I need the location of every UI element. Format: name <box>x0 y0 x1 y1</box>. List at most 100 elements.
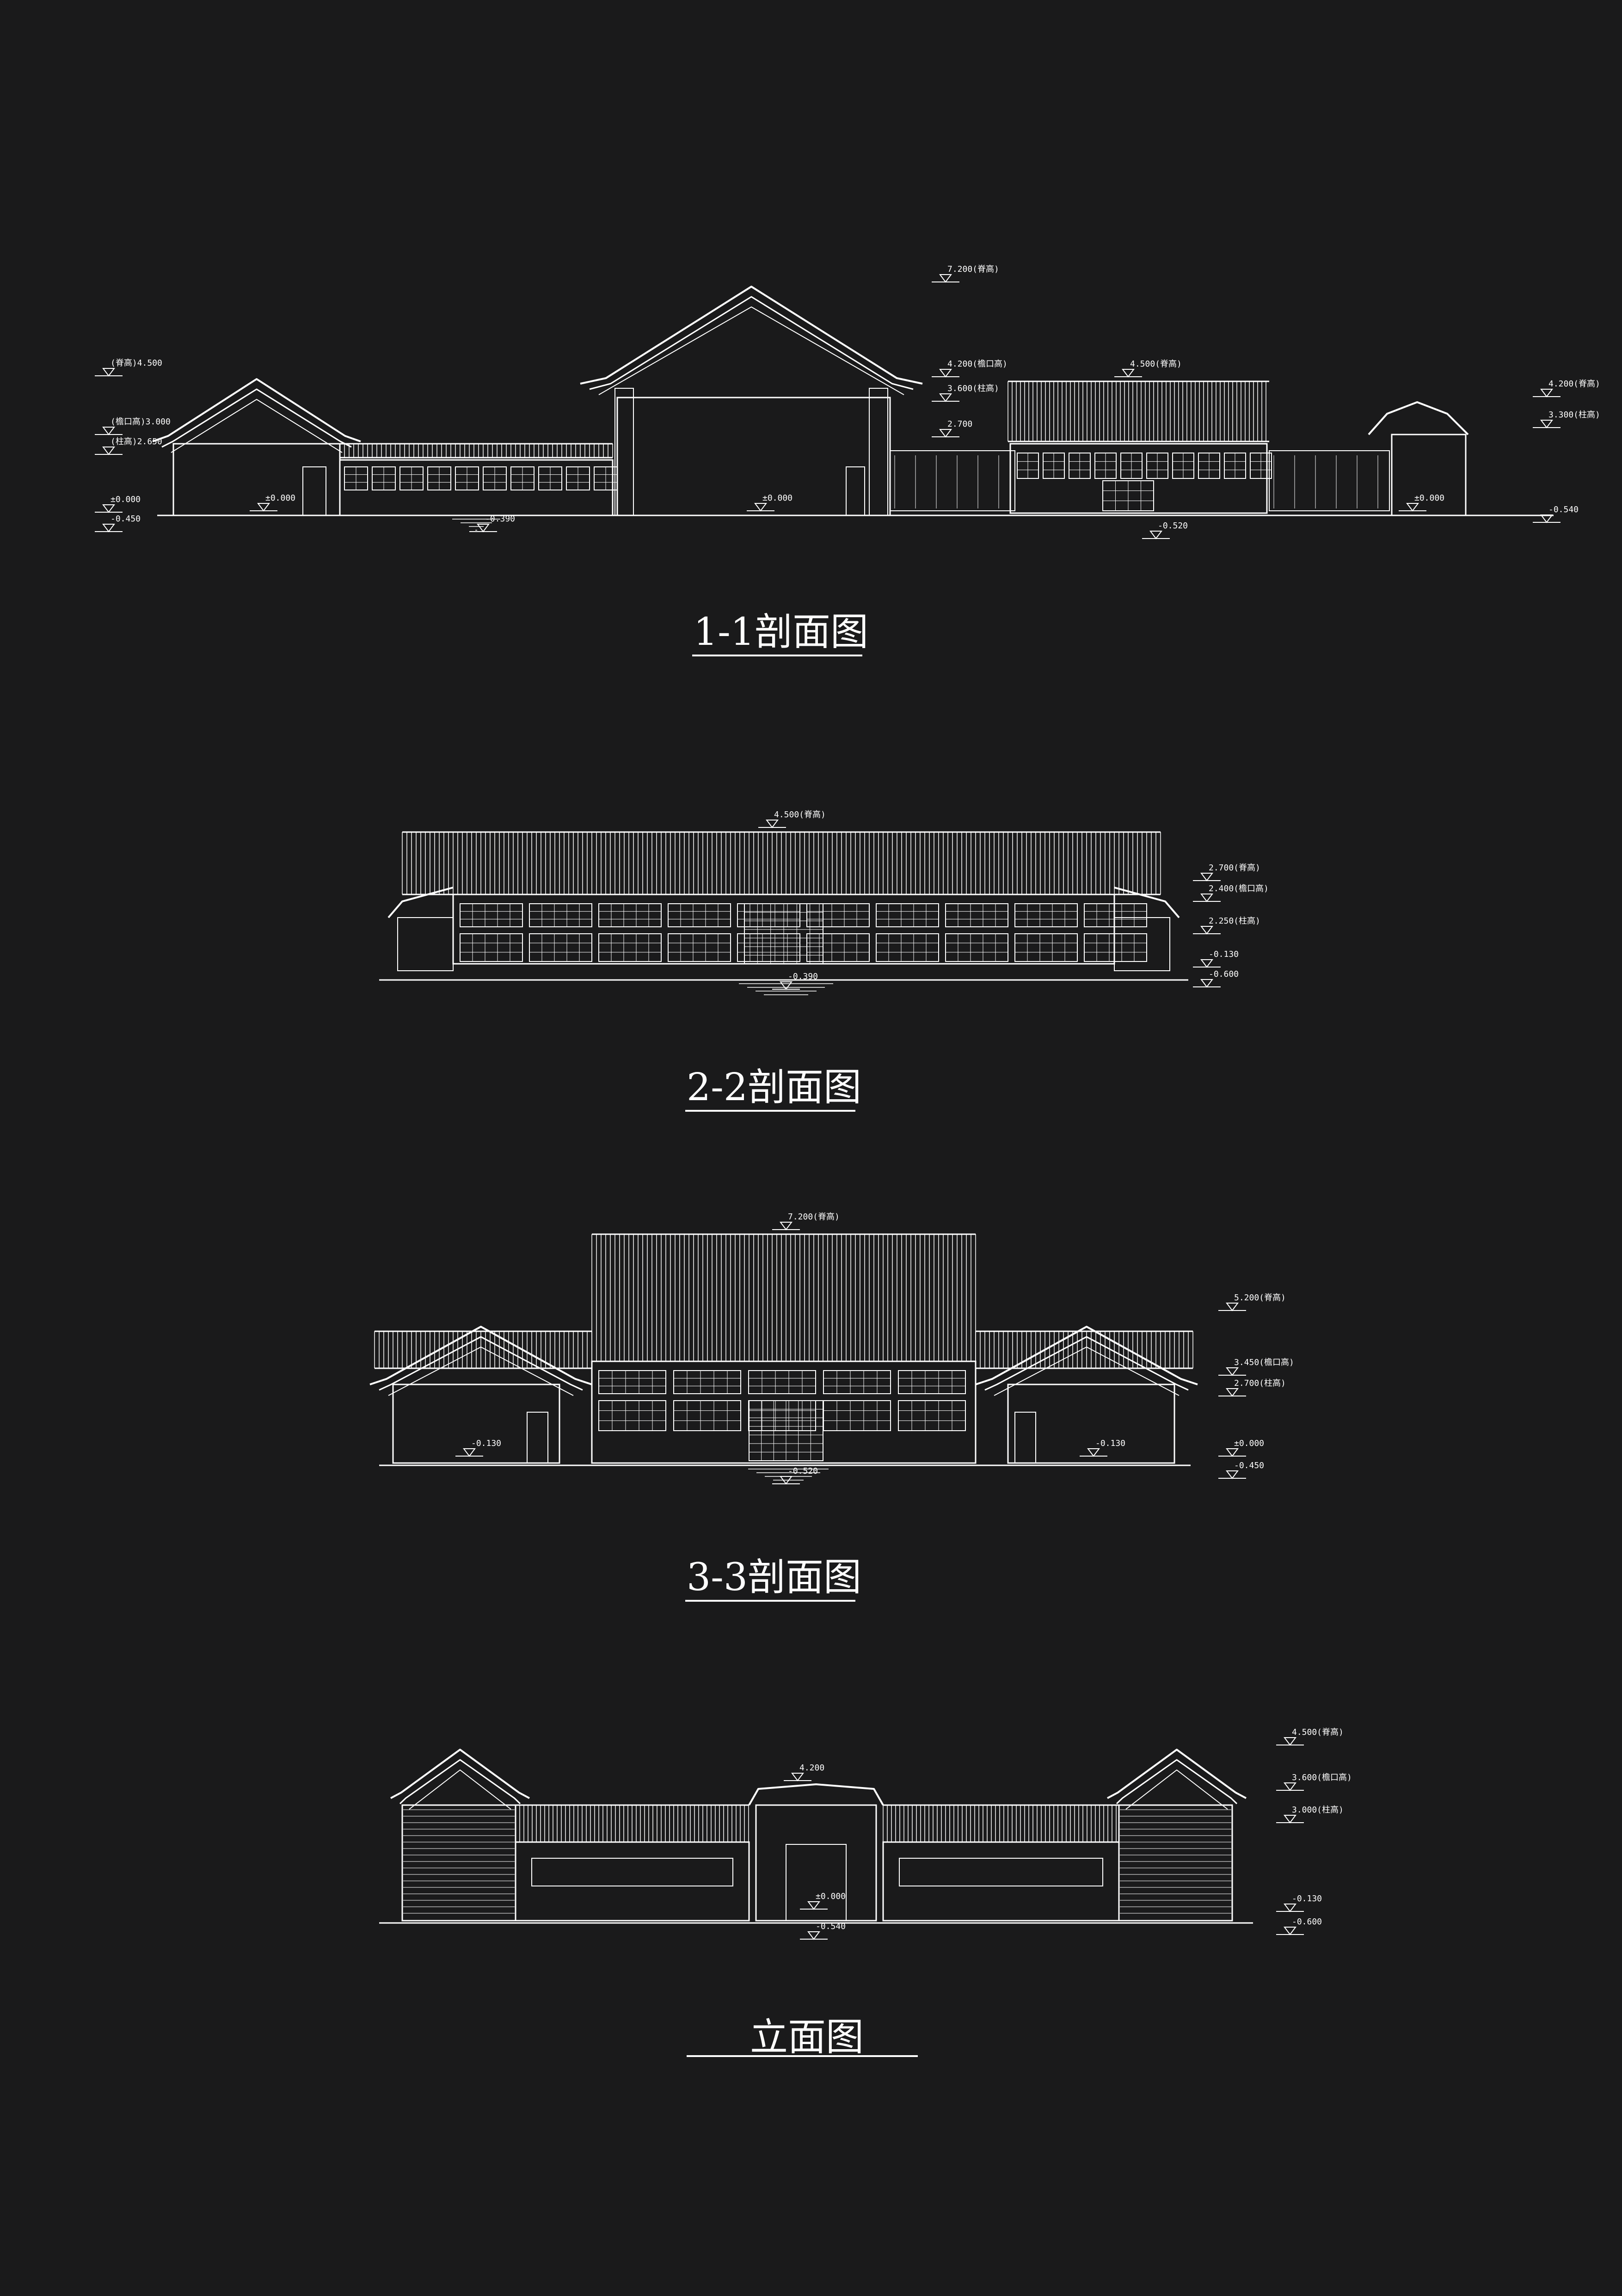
lattice-window <box>460 903 523 927</box>
lattice-window <box>1043 453 1065 479</box>
elevation-marker: -0.520 <box>772 1466 818 1485</box>
title-elevation: 立面图 <box>750 2015 864 2059</box>
gate-body <box>755 1804 877 1922</box>
title-section-2-2: 2-2剖面图 <box>687 1065 862 1109</box>
lattice-window <box>1014 933 1078 962</box>
roof-tiles <box>515 1804 749 1843</box>
left-wing <box>397 917 454 971</box>
lattice-window <box>806 903 870 927</box>
elevation-marker: 4.500(脊高) <box>1114 359 1182 378</box>
left-door <box>302 466 326 516</box>
left-eave <box>387 887 454 918</box>
level-label: -0.390 <box>485 514 515 524</box>
lattice-window <box>427 466 451 490</box>
lattice-window <box>460 933 523 962</box>
level-label: 3.300(柱高) <box>1548 410 1600 420</box>
left-pavilion-wall <box>172 443 341 516</box>
right-corridor <box>890 450 1015 511</box>
elevation-marker: -0.600 <box>1276 1917 1322 1935</box>
lattice-window <box>1146 453 1168 479</box>
elevation-marker: 3.600(檐口高) <box>1276 1773 1352 1791</box>
lattice-window <box>737 903 800 927</box>
elevation-marker: 2.250(柱高) <box>1193 916 1260 935</box>
level-label: 4.500(脊高) <box>774 810 826 820</box>
left-wall-panel <box>531 1858 733 1886</box>
section-3-3-drawing <box>369 1233 1198 1481</box>
lattice-window <box>598 1400 666 1431</box>
elevation-marker: 2.400(檐口高) <box>1193 884 1269 902</box>
lattice-window <box>668 903 731 927</box>
lattice-window <box>945 933 1008 962</box>
lattice-window <box>598 903 662 927</box>
elevation-marker: -0.540 <box>1533 505 1579 523</box>
level-label: 4.200 <box>799 1763 824 1773</box>
lattice-window <box>1084 933 1147 962</box>
lattice-window <box>945 903 1008 927</box>
lattice-window <box>1102 480 1154 511</box>
level-label: 4.200(檐口高) <box>947 359 1008 369</box>
level-label: -0.130 <box>1209 949 1239 959</box>
lattice-window <box>399 466 424 490</box>
elevation-marker: 2.700(柱高) <box>1218 1378 1286 1397</box>
lattice-window <box>806 933 870 962</box>
elevation-marker: 3.450(檐口高) <box>1218 1358 1294 1376</box>
title-underline-1-1 <box>692 655 862 656</box>
level-label: -0.450 <box>1234 1461 1264 1470</box>
elevation-marker: ±0.000 <box>1399 493 1444 512</box>
elevation-marker: -0.390 <box>772 972 818 990</box>
gate-roof <box>748 1783 884 1806</box>
level-label: 2.700(柱高) <box>1234 1378 1286 1388</box>
gable-roof <box>152 378 361 453</box>
gatehouse-roof <box>1368 401 1469 435</box>
elevation-marker: -0.600 <box>1193 969 1239 988</box>
gate-door <box>786 1844 847 1921</box>
lattice-window <box>1017 453 1039 479</box>
gable-roof <box>580 286 923 395</box>
elevation-marker: -0.450 <box>95 514 141 533</box>
lattice-window <box>598 1370 666 1394</box>
elevation-marker: 7.200(脊高) <box>772 1212 840 1231</box>
right-wing-door <box>1014 1412 1036 1463</box>
main-hall-body <box>591 1360 977 1464</box>
level-label: 2.400(檐口高) <box>1209 884 1269 894</box>
lattice-window <box>823 1400 891 1431</box>
gable-roof <box>1107 1749 1247 1810</box>
level-label: 4.500(脊高) <box>1130 359 1182 369</box>
lattice-window <box>1224 453 1246 479</box>
elevation-marker: 3.600(柱高) <box>932 384 999 402</box>
right-wing <box>1114 917 1170 971</box>
elevation-marker: -0.130 <box>1193 949 1239 968</box>
elevation-marker: ±0.000 <box>95 495 141 513</box>
elevation-marker: -0.130 <box>455 1439 501 1457</box>
elevation-marker: -0.520 <box>1142 521 1188 539</box>
roof-tiles <box>339 443 613 459</box>
left-wing-body <box>392 1384 560 1464</box>
level-label: ±0.000 <box>762 493 793 503</box>
lattice-window <box>1084 903 1147 927</box>
level-label: ±0.000 <box>1234 1439 1264 1448</box>
level-label: -0.520 <box>788 1466 818 1476</box>
lattice-window <box>737 933 800 962</box>
lattice-window <box>598 933 662 962</box>
elevation-marker: 4.200(脊高) <box>1533 379 1600 398</box>
elevation-marker: 5.200(脊高) <box>1218 1293 1286 1311</box>
title-underline-3-3 <box>685 1600 855 1602</box>
lattice-window <box>898 1400 966 1431</box>
right-wall <box>882 1841 1120 1922</box>
title-section-3-3: 3-3剖面图 <box>687 1555 862 1599</box>
lattice-window <box>566 466 590 490</box>
level-label: ±0.000 <box>111 495 141 504</box>
left-wing-door <box>527 1412 548 1463</box>
elevation-marker: (柱高)2.650 <box>95 437 162 455</box>
gable-roof <box>369 1326 592 1396</box>
level-label: ±0.000 <box>265 493 295 503</box>
level-label: -0.600 <box>1209 969 1239 979</box>
lattice-window <box>594 466 618 490</box>
elevation-marker: -0.390 <box>469 514 515 533</box>
lattice-window <box>372 466 396 490</box>
elevation-marker: 3.300(柱高) <box>1533 410 1600 429</box>
lattice-window <box>1250 453 1272 479</box>
gable-roof <box>390 1749 530 1810</box>
level-label: 2.700(脊高) <box>1209 863 1260 873</box>
level-label: 7.200(脊高) <box>947 264 999 274</box>
